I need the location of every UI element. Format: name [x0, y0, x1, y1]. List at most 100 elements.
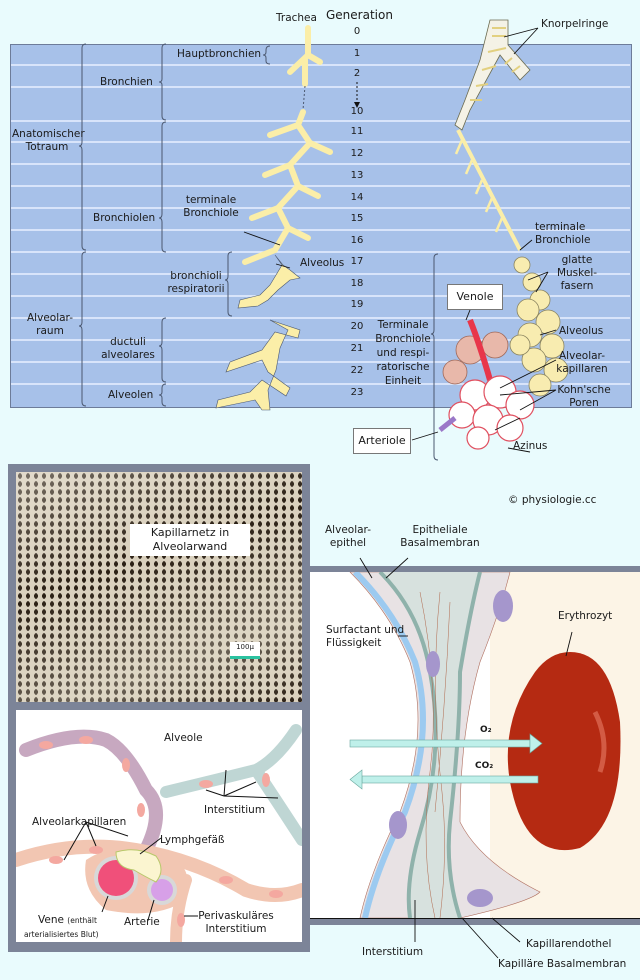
arteriole-box: Arteriole: [353, 428, 411, 454]
epitheliale-basalmembran-label: Epitheliale Basalmembran: [400, 524, 480, 550]
alveole-panel-canvas: Alveole Interstitium Alveolarkapillaren …: [16, 710, 302, 942]
perivaskulaeres-label: Perivaskuläres Interstitium: [192, 910, 280, 936]
braces: [78, 43, 439, 461]
zone-label-line: Alveolar-: [27, 312, 73, 324]
azinus-label: Azinus: [513, 440, 548, 452]
caption-line: Kapillarnetz in: [150, 526, 230, 539]
alveolarkapillaren-label: Alveolarkapillaren: [32, 816, 127, 828]
label-line: und respi-: [376, 347, 430, 359]
label-line: Flüssigkeit: [326, 637, 382, 649]
label-line: Terminale: [377, 319, 429, 331]
vene-note: (enthält: [67, 916, 97, 925]
generation-number: 2: [353, 68, 361, 79]
arterie-label: Arterie: [124, 916, 160, 928]
label-line: Epitheliale: [412, 524, 468, 536]
vene-text: Vene: [38, 914, 64, 926]
generation-number: 12: [350, 148, 364, 159]
generation-number: 1: [353, 48, 361, 59]
alveolus-label-left: Alveolus: [300, 257, 345, 269]
airway-diagram-graphics: [11, 19, 630, 461]
terminale-einheit-label: Terminale Bronchiole und respi- ratorisc…: [370, 318, 436, 388]
label-line: Surfactant und: [326, 624, 405, 636]
segment-label-line: respiratorii: [167, 283, 225, 295]
label-line: Alveolar-: [559, 350, 605, 362]
epithelial-nucleus: [389, 811, 407, 839]
capillary-bed: [442, 331, 509, 385]
label-line: ratorische: [376, 361, 430, 373]
terminale-bronchiole-label-right: terminale Bronchiole: [535, 221, 591, 247]
alveoli-cluster: [509, 256, 569, 397]
zone-label-line: raum: [36, 325, 64, 337]
label-line: Kohn'sche: [557, 384, 611, 396]
co2-arrow: [349, 769, 539, 790]
venole-vessel: [467, 318, 493, 381]
trachea-label: Trachea: [276, 12, 317, 24]
generation-number: 19: [350, 299, 364, 310]
endothelial-nucleus: [467, 889, 493, 907]
generation-header: Generation: [326, 8, 393, 22]
row-separators: [11, 64, 630, 385]
label-line: fasern: [560, 280, 594, 292]
surfactant-label: Surfactant und Flüssigkeit: [326, 624, 404, 650]
generation-number: 11: [350, 126, 364, 137]
segment-ductuli-alveolares: ductuli alveolares: [96, 336, 160, 362]
generation-number: 23: [350, 387, 364, 398]
label-line: Alveolar-: [325, 524, 371, 536]
alveolar-septa-graphic: [16, 724, 302, 942]
zone-label-line: Anatomischer: [12, 128, 85, 140]
label-line: Bronchiole: [183, 207, 239, 219]
segment-alveolen: Alveolen: [108, 389, 154, 401]
label-line: Bronchiole: [535, 234, 591, 246]
generation-number: 21: [350, 343, 364, 354]
knorpelringe-label: Knorpelringe: [541, 18, 609, 30]
segment-bronchiolen: Bronchiolen: [93, 212, 156, 224]
alveole-panel: Alveole Interstitium Alveolarkapillaren …: [8, 706, 310, 952]
generation-number: 20: [350, 321, 364, 332]
caption-line: Alveolarwand: [152, 540, 228, 553]
generation-number: 10: [350, 106, 364, 117]
epithelial-nucleus: [426, 651, 440, 677]
co2-label: CO₂: [475, 761, 494, 771]
arteriole-vessel: [438, 416, 457, 432]
bronchial-tree: [242, 25, 333, 265]
zone-anatomischer-totraum: Anatomischer Totraum: [12, 128, 85, 154]
endothelial-nucleus: [493, 590, 513, 622]
membrane-panel-bottom-border: [310, 918, 640, 925]
micrograph-panel: Kapillarnetz in Alveolarwand 100µ: [8, 464, 310, 710]
segment-bronchioli-respiratorii: bronchioli respiratorii: [164, 270, 228, 296]
acinus-alveoli: [448, 375, 535, 450]
segment-bronchien: Bronchien: [100, 76, 153, 88]
zone-label-line: Totraum: [25, 141, 69, 153]
glatte-muskelfasern-label: glatte Muskel- fasern: [552, 254, 602, 293]
generation-number: 0: [353, 26, 361, 37]
erythrozyt-label: Erythrozyt: [558, 610, 613, 622]
scale-bar: 100µ: [230, 642, 260, 659]
o2-label: O₂: [480, 725, 492, 735]
terminale-bronchiole-label-left: terminale Bronchiole: [178, 194, 244, 220]
segment-label-line: ductuli: [110, 336, 146, 348]
label-line: epithel: [329, 537, 367, 549]
label-line: Einheit: [384, 375, 422, 387]
blood-air-barrier-graphic: [349, 572, 640, 918]
label-line: terminale: [535, 221, 586, 233]
label-line: glatte: [561, 254, 593, 266]
membrane-panel: O₂ CO₂ Erythrozyt Surfactant und Flüssig…: [310, 572, 640, 918]
pointer-lines: [243, 27, 557, 453]
generation-number: 16: [350, 235, 364, 246]
label-line: Perivaskuläres: [198, 910, 274, 922]
kapillarnetz-caption: Kapillarnetz in Alveolarwand: [130, 524, 250, 556]
alveolar-ducts: [215, 254, 301, 411]
label-line: Basalmembran: [400, 537, 480, 549]
o2-arrow: [349, 733, 543, 754]
erythrocyte: [507, 652, 621, 851]
interstitium-label: Interstitium: [204, 804, 266, 816]
label-line: Interstitium: [205, 923, 267, 935]
generation-number: 13: [350, 170, 364, 181]
alveole-label: Alveole: [164, 732, 203, 744]
zone-alveolarraum: Alveolar- raum: [20, 312, 80, 338]
segment-label-line: alveolares: [101, 349, 155, 361]
generation-number: 18: [350, 278, 364, 289]
label-line: Muskel-: [556, 267, 598, 279]
label-line: kapillaren: [556, 363, 608, 375]
kohnsche-poren-label: Kohn'sche Poren: [556, 384, 612, 410]
